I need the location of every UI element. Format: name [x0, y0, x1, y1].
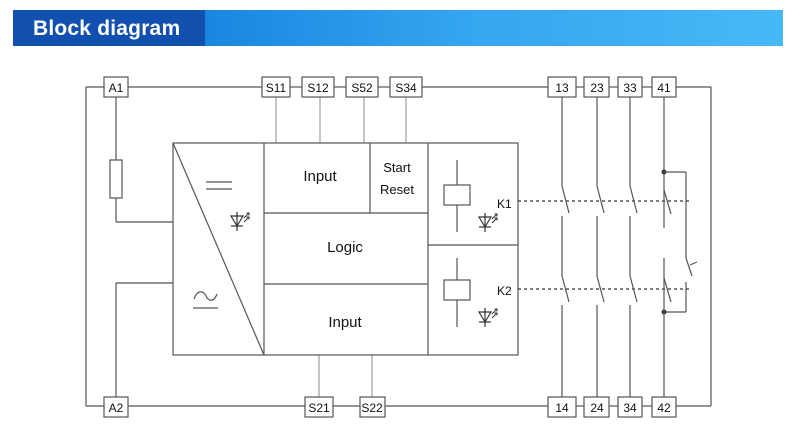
- input-bottom-label: Input: [328, 314, 362, 331]
- relay-k1: K1: [443, 160, 512, 233]
- terminal-41: 41: [651, 76, 677, 98]
- svg-text:S52: S52: [351, 81, 373, 95]
- terminal-s11: S11: [261, 76, 291, 98]
- input-top-label: Input: [303, 168, 337, 185]
- svg-text:S21: S21: [308, 401, 330, 415]
- reset-label: Reset: [380, 182, 414, 197]
- terminal-s52: S52: [345, 76, 379, 98]
- svg-text:41: 41: [657, 81, 671, 95]
- svg-text:A2: A2: [109, 401, 124, 415]
- terminal-s22: S22: [359, 396, 386, 418]
- svg-text:S22: S22: [361, 401, 383, 415]
- nc-contact-41-42: [661, 97, 698, 397]
- terminal-13: 13: [547, 76, 577, 98]
- terminal-24: 24: [583, 396, 610, 418]
- svg-text:14: 14: [555, 401, 569, 415]
- svg-text:23: 23: [590, 81, 604, 95]
- k2-label: K2: [497, 284, 512, 298]
- svg-text:33: 33: [623, 81, 637, 95]
- terminal-s34: S34: [389, 76, 423, 98]
- terminal-a2: A2: [103, 396, 129, 418]
- svg-text:24: 24: [590, 401, 604, 415]
- terminal-42: 42: [651, 396, 677, 418]
- svg-text:34: 34: [623, 401, 637, 415]
- terminal-14: 14: [547, 396, 577, 418]
- header-bar: Block diagram: [13, 10, 783, 46]
- terminal-23: 23: [583, 76, 610, 98]
- ac-symbol-icon: [193, 291, 218, 309]
- page-title: Block diagram: [33, 17, 181, 40]
- svg-text:S12: S12: [307, 81, 329, 95]
- dc-symbol-icon: [206, 181, 232, 190]
- header-tab: Block diagram: [13, 10, 205, 46]
- terminal-33: 33: [617, 76, 643, 98]
- terminal-s12: S12: [301, 76, 335, 98]
- input-wiring: [275, 97, 407, 397]
- relay-coil-icon: [443, 279, 471, 301]
- relay-coil-icon: [443, 184, 471, 206]
- svg-text:A1: A1: [109, 81, 124, 95]
- outer-wiring: [85, 86, 712, 407]
- terminal-s21: S21: [304, 396, 334, 418]
- svg-text:S34: S34: [395, 81, 417, 95]
- k1-label: K1: [497, 197, 512, 211]
- relay-k2: K2: [443, 258, 512, 328]
- output-contacts: [561, 97, 638, 397]
- logic-label: Logic: [327, 239, 363, 256]
- terminal-a1: A1: [103, 76, 129, 98]
- svg-text:42: 42: [657, 401, 671, 415]
- start-label: Start: [383, 160, 411, 175]
- terminal-34: 34: [617, 396, 643, 418]
- main-module: [172, 142, 519, 356]
- svg-text:13: 13: [555, 81, 569, 95]
- fuse-icon: [109, 159, 123, 199]
- svg-text:S11: S11: [266, 81, 287, 95]
- supply-wiring: [109, 97, 173, 397]
